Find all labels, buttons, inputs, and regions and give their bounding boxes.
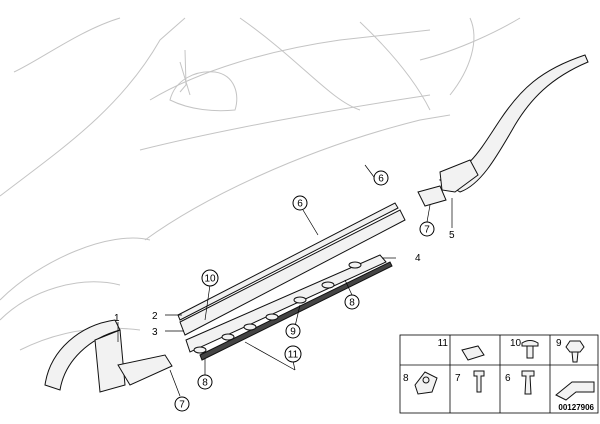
seal-strip-icon [555,381,595,401]
callout-6-circle-b [373,170,389,186]
callout-6-circle-a [292,195,308,211]
callout-7-circle-a [174,396,190,412]
hex-screw-icon [565,340,585,353]
front-arch-bracket [94,329,126,393]
callout-1: 1 [114,313,120,324]
front-wheel-arch-trim [44,319,121,391]
callout-5: 5 [449,230,455,241]
callout-8-circle-b [197,374,213,390]
sill-trim-cover [199,261,393,361]
callout-4: 4 [415,253,421,264]
sill-strip-upper [177,202,399,321]
rear-arch-bracket [439,159,479,193]
callout-8-a: 8 [349,298,355,309]
callout-7-circle-b [419,221,435,237]
front-arch-holder [117,354,173,386]
callout-11: 11 [288,350,299,361]
callout-11-circle [284,345,302,363]
carrier-clips [193,261,362,354]
rear-wheel-arch-trim [438,54,589,193]
legend-item-10: 10 [510,338,522,349]
callout-6-b: 6 [378,174,384,185]
parts-legend: 11 10 9 8 7 6 00127906 [399,334,599,414]
legend-item-9: 9 [556,338,562,349]
callout-2: 2 [152,311,158,322]
callout-8-circle-a [344,294,360,310]
callout-9: 9 [290,327,296,338]
plastic-nut-icon [521,370,535,395]
legend-item-8: 8 [403,373,409,384]
callout-9-circle [285,323,301,339]
hex-screw-shaft-icon [571,351,579,363]
callout-7-a: 7 [179,400,185,411]
callout-3: 3 [152,327,158,338]
car-outline [0,17,521,351]
speed-nut-icon [461,345,485,361]
expanding-rivet-icon [521,340,539,359]
legend-item-7: 7 [455,373,461,384]
sill-carrier [185,254,387,353]
reference-number: 00127906 [558,403,594,412]
callout-6-a: 6 [297,199,303,210]
legend-item-11: 11 [438,338,449,349]
blind-rivet-icon [473,370,485,393]
callout-8-b: 8 [202,378,208,389]
callout-10-circle [201,269,219,287]
clip-holder-hole-icon [422,376,430,384]
callout-7-b: 7 [424,225,430,236]
legend-item-6: 6 [505,373,511,384]
rear-arch-clip [417,185,447,207]
leader-lines [117,164,453,397]
callout-10: 10 [204,274,216,285]
